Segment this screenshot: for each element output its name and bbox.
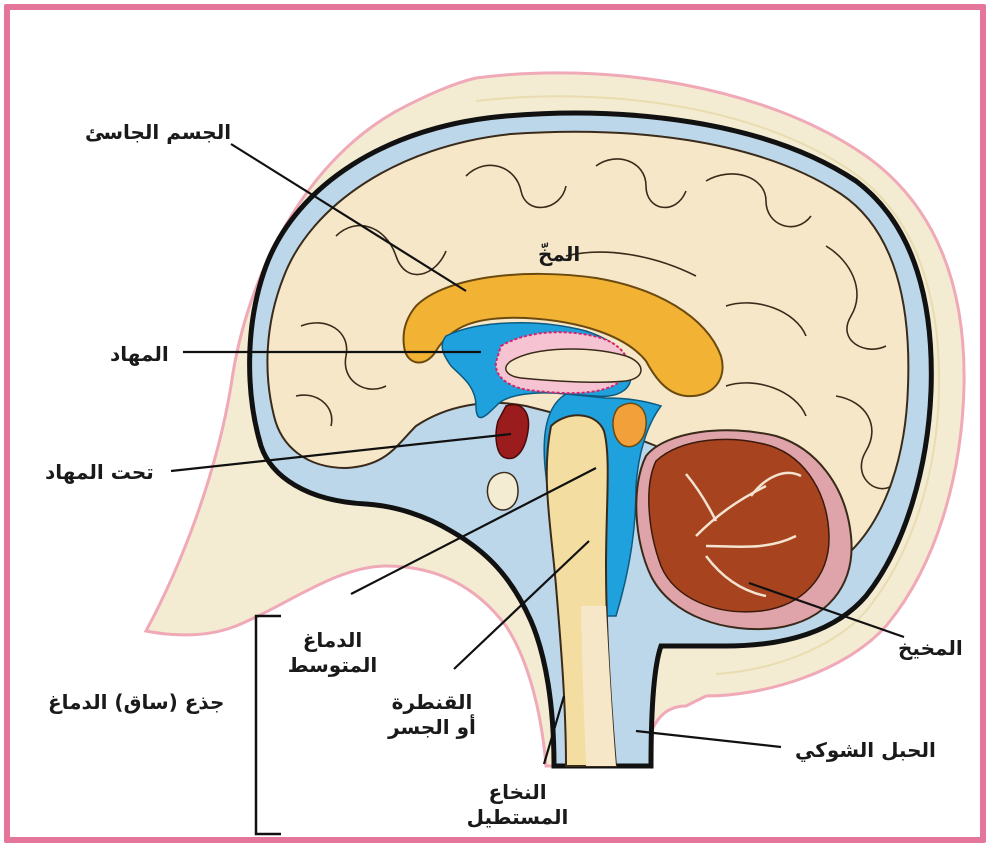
- label-medulla-line1: النخاع: [488, 780, 547, 804]
- label-midbrain-line1: الدماغ: [302, 628, 363, 652]
- arbor-vitae: [685, 471, 802, 598]
- label-spinal-cord: الحبل الشوكي: [795, 738, 936, 762]
- label-cerebrum: المخّ: [538, 242, 581, 266]
- brainstem-bracket: [254, 614, 281, 836]
- pituitary: [486, 471, 519, 511]
- label-pons-line2: أو الجسر: [388, 715, 476, 739]
- label-pons-line1: القنطرة: [391, 690, 473, 714]
- spinal-cord: [581, 606, 616, 766]
- label-midbrain: الدماغ المتوسط: [285, 628, 380, 678]
- label-pons: القنطرة أو الجسر: [382, 690, 482, 740]
- brain-sagittal-diagram: [143, 71, 966, 836]
- label-medulla: النخاع المستطيل: [460, 780, 575, 830]
- pineal-area: [612, 402, 647, 448]
- corpus-callosum: [402, 272, 724, 398]
- label-corpus-callosum: الجسم الجاسئ: [85, 120, 232, 144]
- gyri-lines: [295, 158, 892, 490]
- label-medulla-line2: المستطيل: [466, 805, 569, 829]
- label-brainstem: جذع (ساق) الدماغ: [48, 690, 225, 714]
- label-cerebellum: المخيخ: [898, 636, 963, 660]
- label-midbrain-line2: المتوسط: [287, 653, 378, 677]
- label-hypothalamus: تحت المهاد: [45, 460, 154, 484]
- diagram-frame: الجسم الجاسئ المخّ المهاد تحت المهاد الد…: [4, 4, 986, 843]
- fornix: [505, 348, 642, 383]
- leader-lines: [170, 143, 905, 765]
- hypothalamus: [495, 404, 530, 460]
- skull-inner-edge: [475, 95, 941, 675]
- label-thalamus: المهاد: [110, 342, 169, 366]
